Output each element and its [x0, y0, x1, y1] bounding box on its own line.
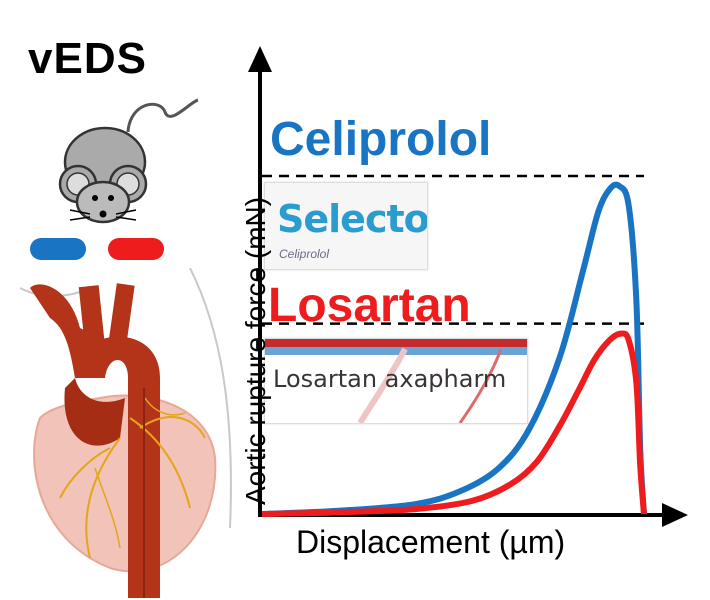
x-axis-label: Displacement (µm): [296, 524, 566, 560]
y-axis-arrow: [248, 46, 272, 72]
losartan-box-decoration: [265, 339, 527, 423]
y-axis-label: Aortic rupture force (mN): [240, 196, 271, 505]
celiprolol-pill: [30, 238, 86, 260]
selectol-package-image: Selectol Celiprolol: [264, 182, 428, 270]
x-axis-arrow: [662, 503, 688, 527]
heart-aorta-illustration: [20, 268, 232, 598]
veds-title: vEDS: [28, 34, 147, 83]
losartan-brand-text: Losartan axapharm: [273, 365, 507, 393]
selectol-generic-text: Celiprolol: [279, 247, 330, 261]
losartan-label: Losartan: [268, 279, 471, 332]
celiprolol-label: Celiprolol: [270, 113, 492, 166]
losartan-package-image: Losartan axapharm: [264, 338, 528, 424]
mouse-icon: [58, 98, 199, 224]
losartan-pill: [108, 238, 164, 260]
series-line-celiprolol: [261, 181, 647, 517]
selectol-brand-text: Selectol: [277, 197, 428, 241]
series-line-losartan: [261, 330, 647, 517]
